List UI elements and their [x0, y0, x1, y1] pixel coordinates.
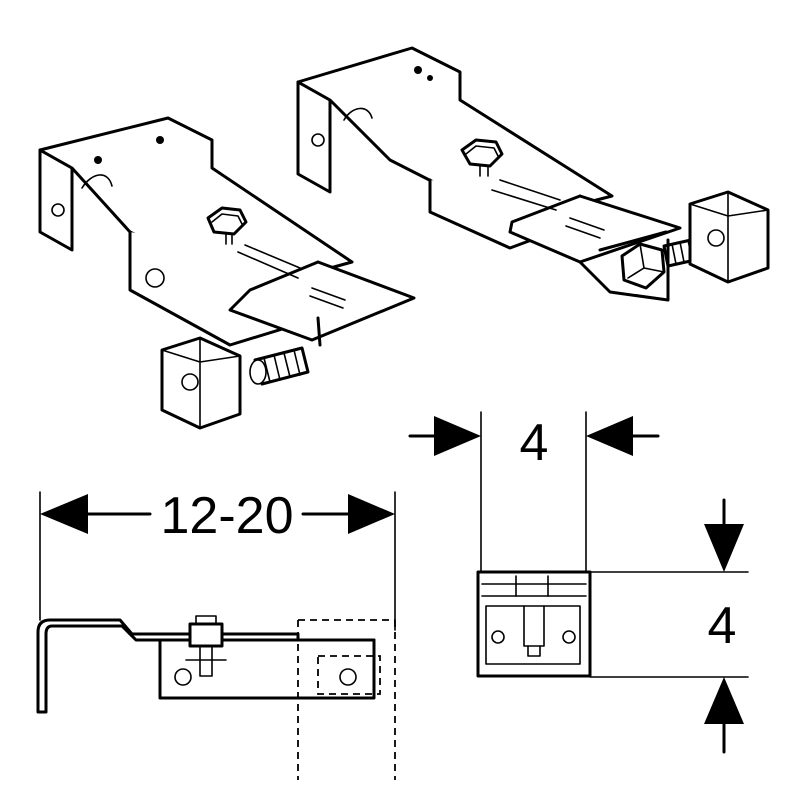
dimension-arrow-right: [348, 494, 395, 534]
adjustment-range-label: 12-20: [161, 487, 294, 545]
width-arrow-left: [434, 416, 481, 456]
plate-height-label: 4: [708, 597, 737, 655]
dimension-arrow-left: [40, 494, 88, 534]
right-bracket-hex-nut: [620, 242, 666, 290]
left-bracket-square-nut: [160, 336, 242, 430]
left-bracket-bolt: [206, 206, 248, 245]
left-bracket-threaded-rod: [249, 346, 310, 386]
front-view-drawing: 4 4: [408, 411, 749, 754]
height-arrow-top: [704, 524, 744, 572]
right-bracket-bolt: [460, 138, 504, 177]
side-view-extended-position: [297, 619, 396, 780]
side-view-drawing: 12-20: [36, 487, 396, 780]
plate-width-label: 4: [520, 414, 549, 472]
right-bracket-top-plate: [296, 46, 614, 224]
width-arrow-right: [586, 416, 633, 456]
left-bracket-isometric: [38, 116, 416, 430]
side-view-bolt-head: [188, 622, 224, 648]
front-view-plate: [476, 570, 592, 678]
side-view-slider-plate: [158, 638, 376, 700]
right-bracket-isometric: [296, 46, 770, 302]
left-bracket-top-plate: [38, 116, 354, 292]
height-arrow-bottom: [704, 677, 744, 724]
right-bracket-square-nut: [688, 190, 770, 284]
